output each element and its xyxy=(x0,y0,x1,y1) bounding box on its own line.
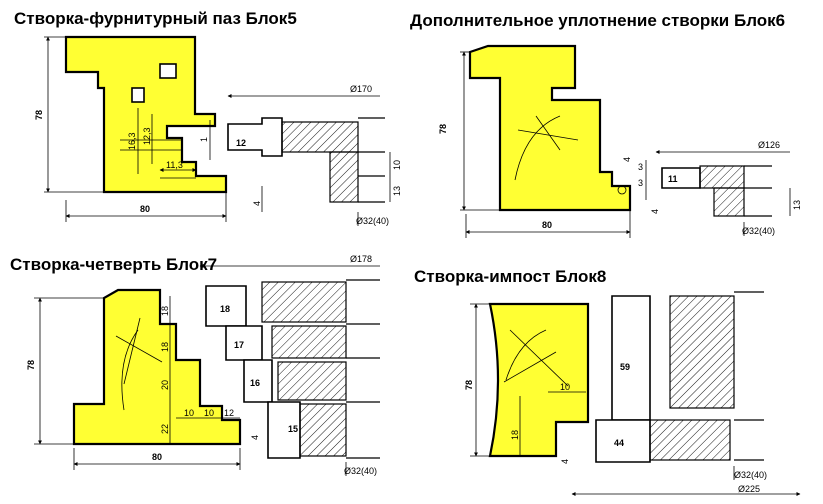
block6-arc xyxy=(514,115,561,181)
block5-panel: Створка-фурнитурный паз Блок5 78 80 16,3… xyxy=(14,9,402,226)
block6-dim-4b: 4 xyxy=(650,209,660,214)
block8-profile xyxy=(488,302,590,458)
block7-height: 78 xyxy=(26,360,36,370)
block8-tooth-44 xyxy=(595,419,651,463)
block6-panel: Дополнительное уплотнение створки Блок6 … xyxy=(410,11,802,238)
block6-dim-4a: 4 xyxy=(622,157,632,162)
block5-cutter-tooth xyxy=(227,117,283,157)
block5-groove-top xyxy=(159,63,177,79)
block7-tooth-15 xyxy=(267,401,301,459)
block8-body-top xyxy=(669,295,735,409)
block6-dim-13: 13 xyxy=(792,200,802,210)
block8-tooth-44-label: 44 xyxy=(614,438,624,448)
block6-tool-dia: Ø126 xyxy=(758,140,780,150)
block7-dim-18b: 18 xyxy=(160,342,170,352)
block5-title: Створка-фурнитурный паз Блок5 xyxy=(14,9,297,28)
block7-body-4 xyxy=(299,403,347,457)
block5-dim-113: 11,3 xyxy=(166,160,183,170)
block7-bore: Ø32(40) xyxy=(344,466,377,476)
block6-tooth-label: 11 xyxy=(668,174,678,184)
block6-title: Дополнительное уплотнение створки Блок6 xyxy=(410,11,785,30)
block7-dim-18a: 18 xyxy=(160,306,170,316)
block8-height: 78 xyxy=(464,380,474,390)
block7-profile xyxy=(72,288,242,446)
block5-spacer xyxy=(329,151,359,203)
block7-arc xyxy=(121,329,139,411)
block5-dim-163: 16,3 xyxy=(127,132,137,150)
block5-dim-4: 4 xyxy=(252,201,262,206)
block8-dim-10: 10 xyxy=(560,382,570,392)
block5-dim-1: 1 xyxy=(199,137,209,142)
block7-title: Створка-четверть Блок7 xyxy=(10,255,217,274)
block5-width: 80 xyxy=(140,204,150,214)
block7-tooth-16-label: 16 xyxy=(250,378,260,388)
block5-groove-mid xyxy=(131,87,145,103)
block8-bore: Ø32(40) xyxy=(734,470,767,480)
block6-profile xyxy=(468,44,632,212)
block7-dim-12: 12 xyxy=(224,408,234,418)
block8-arc xyxy=(505,329,547,381)
block6-cutter-body xyxy=(699,165,745,189)
block5-profile xyxy=(64,35,228,194)
block5-tooth-label: 12 xyxy=(236,138,246,148)
block7-tooth-15-label: 15 xyxy=(288,424,298,434)
block7-dim-10b: 10 xyxy=(204,408,214,418)
block5-tool-dia: Ø170 xyxy=(350,84,372,94)
block7-tool-dia: Ø178 xyxy=(350,254,372,264)
block5-bore: Ø32(40) xyxy=(356,216,389,226)
block6-width: 80 xyxy=(542,220,552,230)
block8-tooth-59 xyxy=(611,295,651,421)
block8-tool-dia: Ø225 xyxy=(738,484,760,494)
block6-dim-3a: 3 xyxy=(638,162,643,172)
block5-cutter-body xyxy=(281,121,359,153)
block7-body-2 xyxy=(271,325,347,359)
block8-panel: Створка-импост Блок8 10 18 78 4 59 44 Ø3… xyxy=(414,267,801,496)
block8-dim-18: 18 xyxy=(510,430,520,440)
block7-dim-22: 22 xyxy=(160,424,170,434)
block6-dim-3b: 3 xyxy=(638,178,643,188)
block7-tooth-17-label: 17 xyxy=(234,340,244,350)
block7-width: 80 xyxy=(152,452,162,462)
block7-dim-10a: 10 xyxy=(184,408,194,418)
block6-height: 78 xyxy=(438,124,448,134)
block6-bore: Ø32(40) xyxy=(742,226,775,236)
block5-height: 78 xyxy=(34,110,44,120)
block7-tooth-18-label: 18 xyxy=(220,304,230,314)
block5-dim-10: 10 xyxy=(392,160,402,170)
block8-dim-4: 4 xyxy=(560,459,570,464)
block5-dim-13: 13 xyxy=(392,186,402,196)
block8-body-bottom xyxy=(649,419,731,461)
block6-spacer xyxy=(713,187,745,217)
block5-dim-123: 12,3 xyxy=(142,127,152,145)
block7-panel: Створка-четверть Блок7 18 18 20 22 10 10… xyxy=(10,254,380,476)
block8-tooth-59-label: 59 xyxy=(620,362,630,372)
block7-dim-4: 4 xyxy=(250,435,260,440)
block7-body-1 xyxy=(261,281,347,323)
block7-dim-20: 20 xyxy=(160,380,170,390)
block8-title: Створка-импост Блок8 xyxy=(414,267,606,286)
block7-body-3 xyxy=(277,361,347,401)
